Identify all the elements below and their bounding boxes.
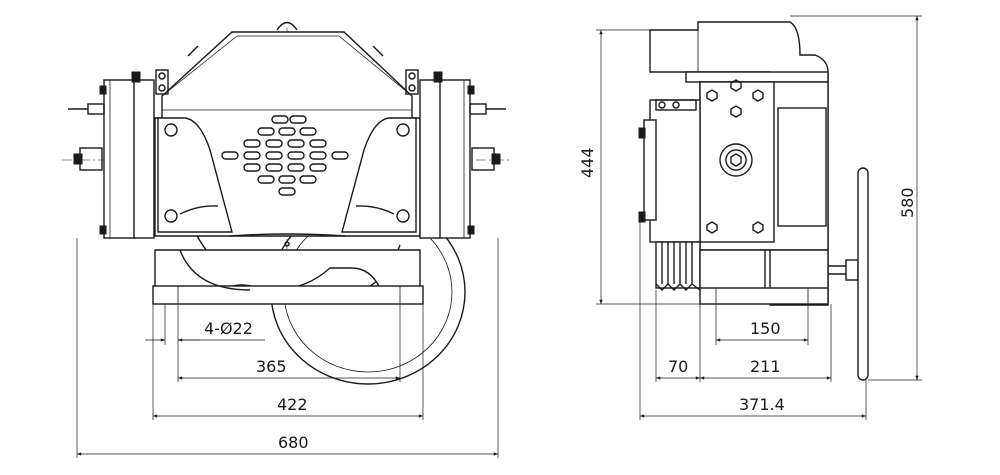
handwheel <box>828 167 869 381</box>
front-dimensions: 4-Ø22 365 422 680 <box>76 238 499 458</box>
dim-mount-width: 365 <box>256 357 287 376</box>
dim-hole-spec: 4-Ø22 <box>204 319 253 338</box>
front-base <box>152 249 424 305</box>
dim-shaft-offset: 70 <box>668 357 688 376</box>
side-view <box>638 21 869 381</box>
brake-coil-left <box>68 69 169 239</box>
shaft-hub <box>719 143 753 177</box>
dim-foot-width: 150 <box>750 319 781 338</box>
brake-coil-right <box>405 69 506 239</box>
front-view <box>62 21 510 385</box>
brake-arm-right <box>341 117 417 233</box>
dim-height: 444 <box>578 147 597 178</box>
rope-grooves <box>655 241 701 291</box>
dim-overall-width: 680 <box>278 433 309 452</box>
vent-slots <box>221 115 349 196</box>
dim-base-width: 422 <box>277 395 308 414</box>
dim-overall-height: 580 <box>898 187 917 218</box>
dim-overall-depth: 371.4 <box>739 395 785 414</box>
motor-housing <box>154 31 421 237</box>
side-dimensions: 444 580 150 70 211 371.4 <box>578 15 922 420</box>
brake-arm-left <box>157 117 233 233</box>
dim-body-depth: 211 <box>750 357 781 376</box>
